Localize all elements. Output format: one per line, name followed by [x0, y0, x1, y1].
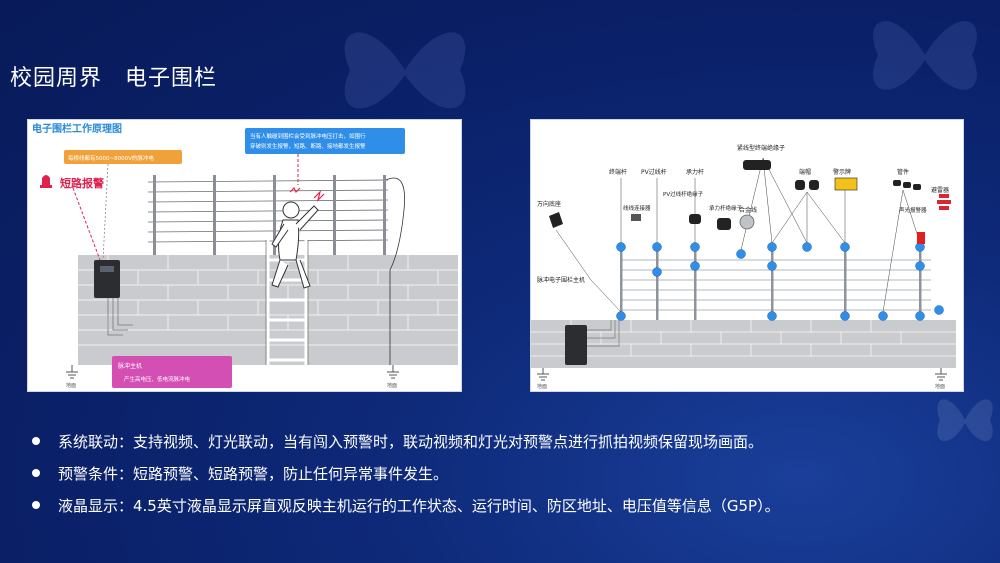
- stone-wall: [531, 320, 956, 368]
- ground-symbol-right-icon: [387, 365, 399, 379]
- alloy-wire-label: 合金线: [739, 206, 757, 214]
- shock-callout-line2: 穿破则发生报警，短路、断路、接地都发生报警: [250, 142, 366, 150]
- bullet-item-lcd: 液晶显示：4.5英寸液晶显示屏直观反映主机运行的工作状态、运行时间、防区地址、电…: [32, 489, 972, 521]
- slide-title: 校园周界 电子围栏: [10, 66, 218, 91]
- pv-pole-label: PV过线杆: [641, 168, 667, 176]
- ground-label-right: 地面: [935, 383, 945, 390]
- pulse-host-label-box: [112, 356, 232, 388]
- bullet-dot-icon: [32, 437, 40, 445]
- warning-sign-label: 警示牌: [833, 168, 851, 176]
- bullet-item-linkage: 系统联动：支持视频、灯光联动，当有闯入预警时，联动视频和灯光对预警点进行抓拍视频…: [32, 425, 972, 457]
- tension-insulator-label: 紧线型终端绝缘子: [737, 144, 785, 152]
- ground-cable: [385, 177, 405, 365]
- fence-host-device-icon: [565, 325, 587, 365]
- bearing-pole-label: 承力杆: [686, 168, 704, 176]
- principle-diagram-title: 电子围栏工作原理图: [32, 122, 122, 135]
- fence-posts: [620, 248, 922, 320]
- lightning-arrester-icon: [937, 194, 951, 210]
- shock-callout-box: [245, 128, 405, 154]
- working-principle-diagram: 电子围栏工作原理图 每根线都有5000~8000V的脉冲电 短路报警 当有人触碰…: [27, 119, 462, 392]
- sound-light-alarm-icon: [917, 232, 925, 244]
- shock-callout-line1: 当有人触碰到围栏会受到脉冲电压打击，如围行: [250, 132, 366, 140]
- pulse-note-pointer-line: [102, 163, 109, 261]
- pv-insulator-label: PV过线杆绝缘子: [663, 190, 704, 198]
- ground-label-left: 地面: [537, 383, 547, 390]
- ground-symbol-right-icon: [935, 368, 947, 381]
- universal-base-label: 万向底座: [537, 200, 561, 208]
- pointer-lines: [555, 157, 921, 313]
- ladder-outline: [265, 240, 309, 365]
- component-diagram: 紧线型终端绝缘子 终端杆 PV过线杆 承力杆 端帽 警示牌 管件 避雷器 万向底…: [530, 119, 964, 392]
- lightning-arrester-label: 避雷器: [931, 186, 949, 194]
- bullet-dot-icon: [32, 469, 40, 477]
- pulse-note-text: 每根线都有5000~8000V的脉冲电: [68, 154, 154, 162]
- pv-insulator-icon: [689, 214, 701, 224]
- alarm-siren-icon: [40, 175, 52, 188]
- bullet-dot-icon: [32, 501, 40, 509]
- host-screen-icon: [100, 266, 114, 272]
- bullet-text: 液晶显示：4.5英寸液晶显示屏直观反映主机运行的工作状态、运行时间、防区地址、电…: [58, 496, 780, 515]
- pulse-note-box: [64, 150, 182, 164]
- sound-light-alarm-label: 声光报警器: [899, 206, 927, 214]
- warning-sign-icon: [834, 177, 858, 191]
- butterfly-decoration-icon: [344, 32, 466, 109]
- bearing-insulator-label: 承力杆绝缘子: [709, 204, 743, 212]
- short-circuit-alarm-label: 短路报警: [60, 176, 104, 190]
- cap-icon: [795, 180, 819, 190]
- fence-host-label: 脉冲电子围栏主机: [537, 276, 585, 284]
- ground-symbol-left-icon: [66, 365, 78, 379]
- bearing-insulator-icon: [717, 218, 731, 230]
- bullet-text: 预警条件：短路预警、短路预警，防止任何异常事件发生。: [58, 464, 449, 483]
- bullet-text: 系统联动：支持视频、灯光联动，当有闯入预警时，联动视频和灯光对预警点进行抓拍视频…: [58, 432, 764, 451]
- host-wiring: [587, 320, 620, 347]
- shock-spark-icon: [289, 186, 325, 202]
- feature-bullet-list: 系统联动：支持视频、灯光联动，当有闯入预警时，联动视频和灯光对预警点进行抓拍视频…: [32, 425, 972, 521]
- intruder-person-icon: [271, 201, 319, 289]
- tension-insulator-icon: [743, 160, 771, 170]
- host-wiring: [107, 298, 133, 336]
- principle-diagram-svg: 电子围栏工作原理图 每根线都有5000~8000V的脉冲电 短路报警 当有人触碰…: [28, 120, 461, 391]
- wire-connector-icon: [631, 214, 641, 221]
- ground-symbol-left-icon: [537, 368, 549, 381]
- pulse-host-description: 产生高电压、低电流脉冲电: [124, 375, 191, 383]
- wire-connector-label: 线线连接器: [623, 204, 651, 212]
- universal-base-icon: [549, 212, 563, 228]
- alloy-wire-icon: [739, 214, 755, 230]
- bullet-item-warning: 预警条件：短路预警、短路预警，防止任何异常事件发生。: [32, 457, 972, 489]
- fence-wires: [621, 259, 931, 311]
- terminal-pole-label: 终端杆: [609, 168, 627, 176]
- component-markers: [616, 242, 944, 321]
- component-diagram-svg: 紧线型终端绝缘子 终端杆 PV过线杆 承力杆 端帽 警示牌 管件 避雷器 万向底…: [531, 120, 963, 391]
- tube-icon: [893, 180, 921, 190]
- cap-label: 端帽: [799, 168, 811, 176]
- pulse-host-label: 脉冲主机: [118, 362, 142, 370]
- fence-posts: [153, 175, 386, 255]
- ground-label-left: 地面: [66, 382, 76, 389]
- butterfly-decoration-icon: [873, 21, 977, 90]
- butterfly-decoration-icon: [937, 399, 993, 442]
- alarm-pointer-line: [72, 187, 101, 261]
- tube-label: 管件: [897, 168, 909, 176]
- pulse-host-device-icon: [94, 260, 120, 298]
- ground-label-right: 地面: [387, 382, 397, 389]
